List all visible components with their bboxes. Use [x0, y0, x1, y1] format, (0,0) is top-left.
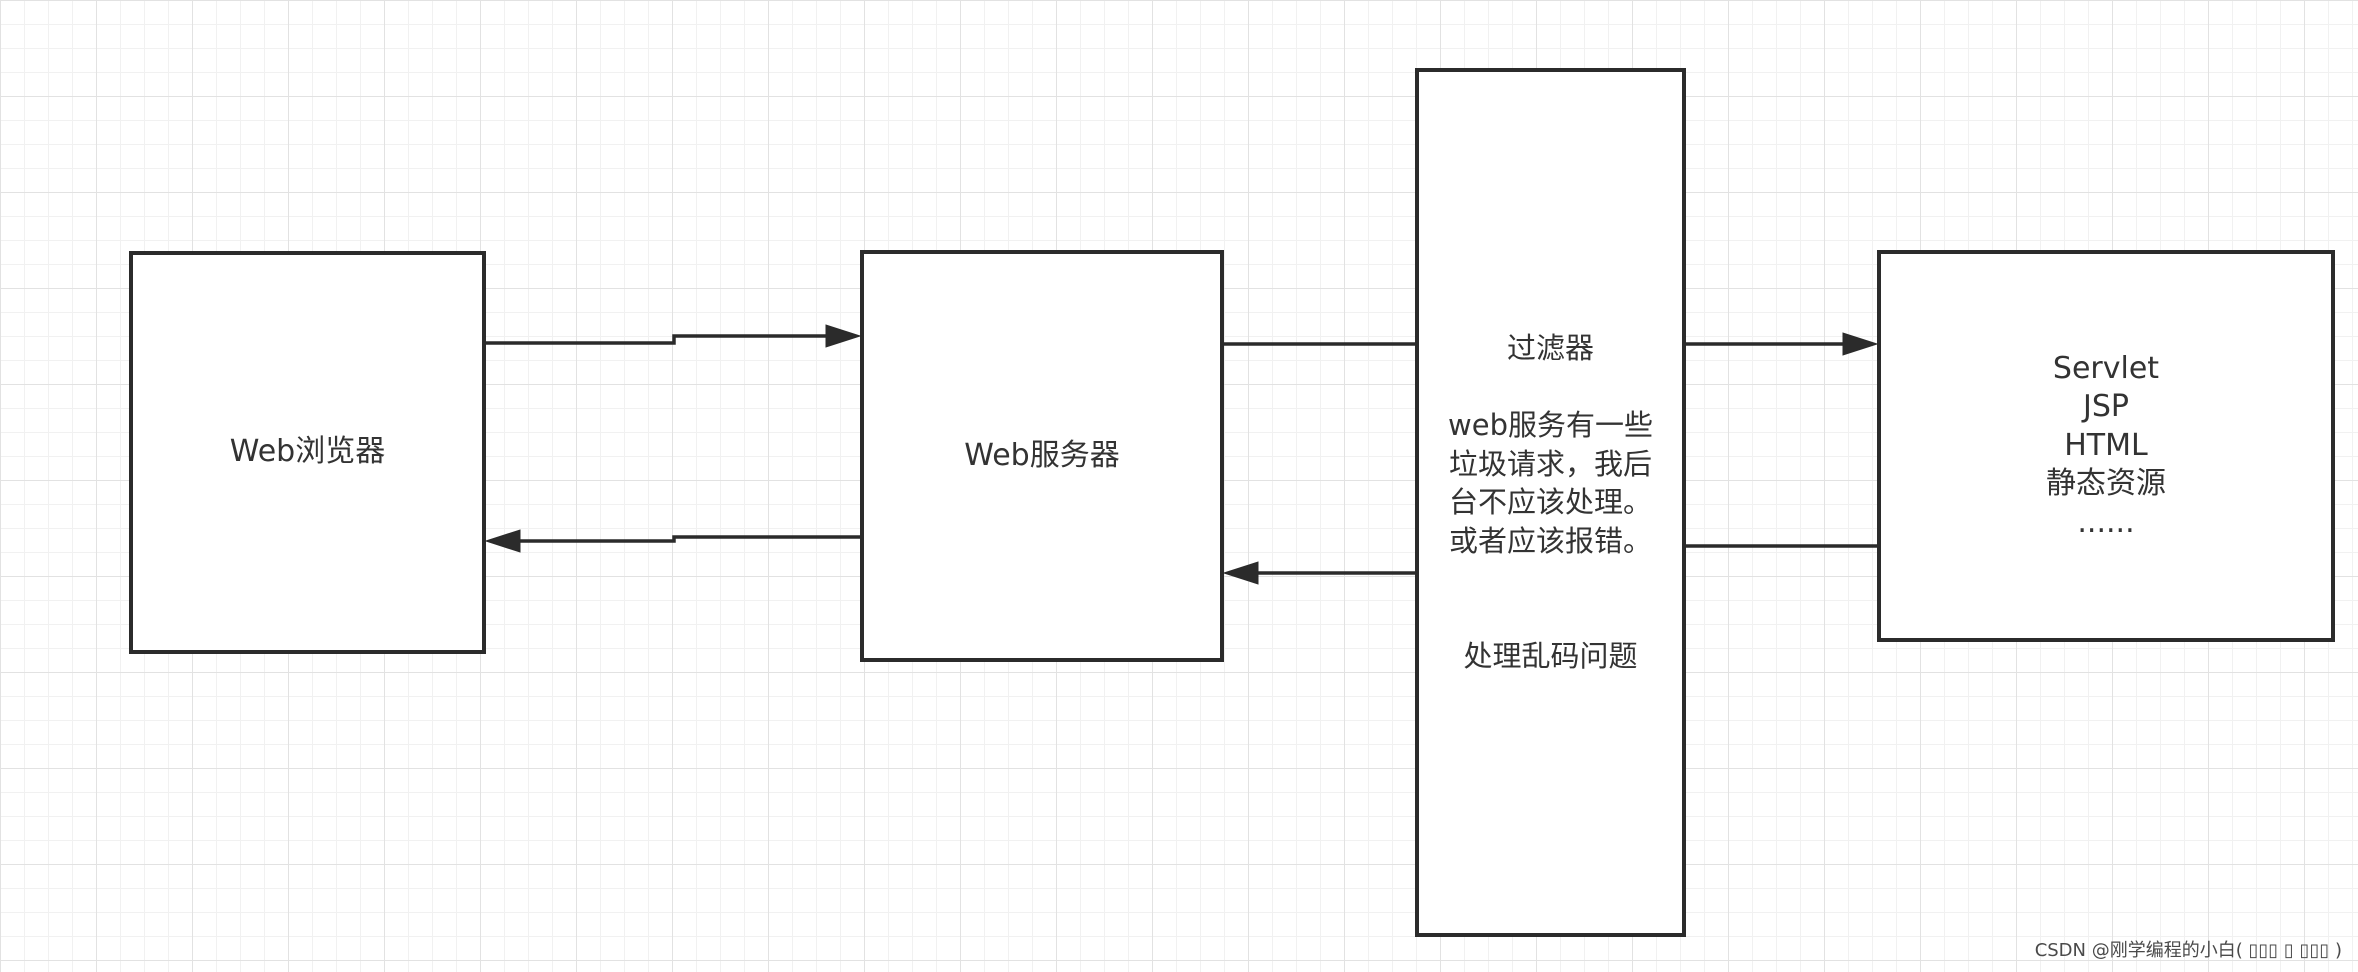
web-server-label: Web服务器: [964, 437, 1120, 473]
filter-node: 过滤器 web服务有一些 垃圾请求，我后 台不应该处理。 或者应该报错。 处理乱…: [1415, 68, 1686, 937]
resource-item-jsp: JSP: [2083, 389, 2129, 425]
filter-note: 处理乱码问题: [1463, 639, 1638, 674]
filter-desc-line: 或者应该报错。: [1448, 523, 1652, 558]
arrowhead-filter-to-server: [1222, 561, 1259, 585]
arrowhead-filter-to-resources: [1842, 332, 1879, 356]
arrowhead-browser-to-server: [825, 324, 862, 348]
web-browser-node: Web浏览器: [129, 251, 486, 654]
filter-desc-line: 垃圾请求，我后: [1448, 446, 1652, 481]
arrowhead-server-to-browser: [484, 529, 521, 553]
resource-item-ellipsis: ......: [2077, 504, 2135, 540]
edge-browser-to-server: [486, 334, 828, 345]
resources-node: Servlet JSP HTML 静态资源 ......: [1877, 250, 2335, 642]
edge-server-to-browser: [518, 535, 860, 543]
filter-desc-line: 台不应该处理。: [1448, 485, 1652, 520]
filter-desc-line: web服务有一些: [1448, 408, 1653, 443]
resource-item-servlet: Servlet: [2052, 350, 2160, 386]
resource-item-static: 静态资源: [2046, 466, 2166, 502]
resource-item-html: HTML: [2064, 427, 2148, 463]
filter-title: 过滤器: [1506, 331, 1594, 366]
csdn-watermark: CSDN @刚学编程的小白( ▯▯▯ ▯ ▯▯▯ ): [2034, 940, 2342, 961]
web-server-node: Web服务器: [860, 250, 1224, 662]
web-browser-label: Web浏览器: [229, 434, 386, 470]
